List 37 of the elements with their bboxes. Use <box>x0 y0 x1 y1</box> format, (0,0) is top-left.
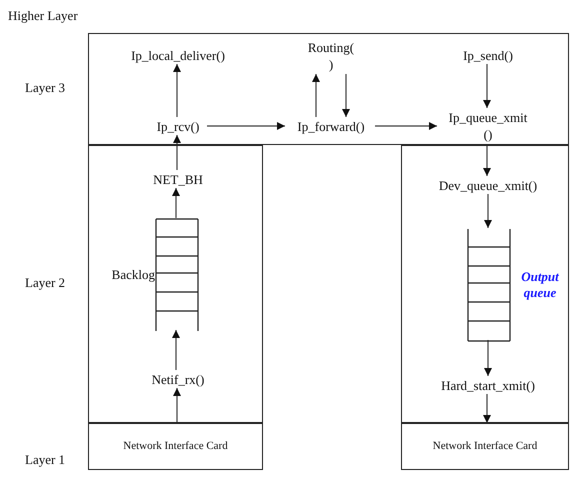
arrow <box>207 122 285 130</box>
function-label: Ip_queue_xmit () <box>438 109 538 145</box>
card-text: Network Interface Card <box>123 439 228 454</box>
function-label: Ip_local_deliver() <box>118 47 238 65</box>
function-label: NET_BH <box>133 171 223 189</box>
layer-label: Higher Layer <box>8 8 78 24</box>
card-box <box>88 423 263 470</box>
arrow <box>173 64 181 117</box>
queue-label: Output queue <box>520 269 560 301</box>
arrow <box>312 74 320 117</box>
arrow <box>483 144 491 176</box>
function-label: Hard_start_xmit() <box>418 377 558 395</box>
layer-label: Layer 3 <box>25 80 66 96</box>
function-label: Netif_rx() <box>133 371 223 389</box>
function-label: Ip_forward() <box>286 118 376 136</box>
card-text: Network Interface Card <box>432 439 538 454</box>
queue-label: Backlog <box>112 267 155 283</box>
arrow <box>342 74 350 117</box>
card-box <box>401 423 569 470</box>
function-label: Dev_queue_xmit() <box>423 177 553 195</box>
arrow <box>172 330 180 370</box>
layer-box <box>88 33 569 145</box>
layer-box <box>88 145 263 423</box>
arrow <box>173 135 181 170</box>
arrow <box>173 388 181 423</box>
function-label: Ip_rcv() <box>148 118 208 136</box>
arrow <box>172 188 180 218</box>
layer-label: Layer 1 <box>25 452 66 468</box>
arrow <box>484 340 492 376</box>
arrow <box>375 122 437 130</box>
layer-label: Layer 2 <box>25 275 66 291</box>
layer-box <box>401 145 569 423</box>
arrow <box>483 394 491 423</box>
function-label: Ip_send() <box>443 47 533 65</box>
arrow <box>484 194 492 228</box>
function-label: Routing( ) <box>296 39 366 75</box>
arrow <box>483 64 491 108</box>
